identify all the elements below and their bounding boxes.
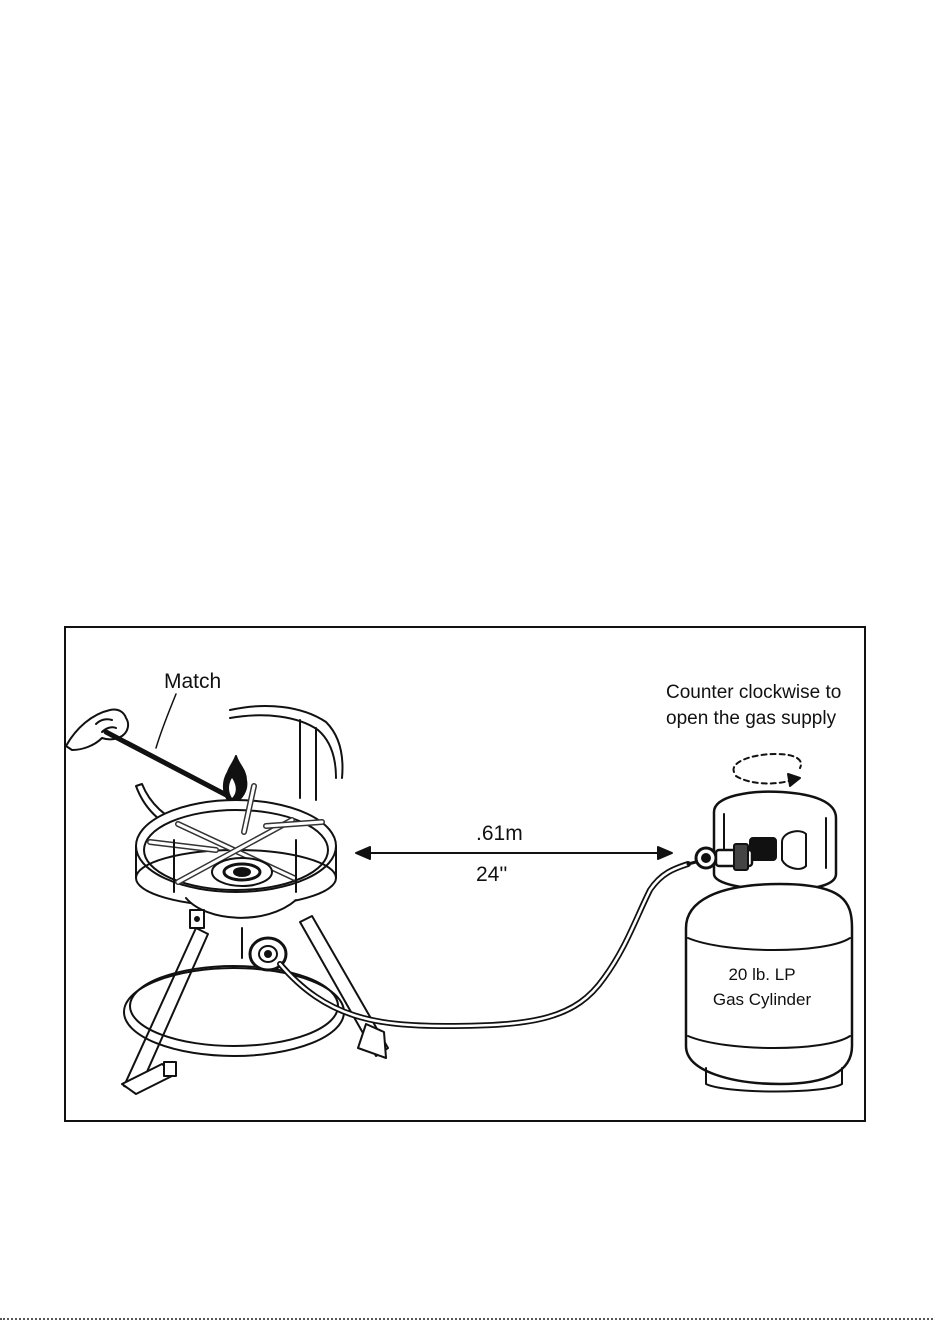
- cylinder-label: 20 lb. LP Gas Cylinder: [682, 962, 842, 1012]
- match-icon: [106, 694, 232, 798]
- counterclockwise-arrow-icon: [734, 754, 801, 786]
- instruction-line-1: Counter clockwise to: [666, 680, 841, 706]
- match-label: Match: [164, 670, 221, 694]
- burner-stand: [122, 786, 388, 1094]
- instruction-line-2: open the gas supply: [666, 706, 841, 732]
- cylinder-label-line-1: 20 lb. LP: [682, 962, 842, 987]
- page-bottom-divider: [0, 1318, 933, 1320]
- distance-metric-label: .61m: [476, 822, 523, 846]
- distance-imperial-label: 24'': [476, 863, 507, 887]
- cylinder-label-line-2: Gas Cylinder: [682, 987, 842, 1012]
- propane-cylinder-icon: [686, 792, 852, 1092]
- hand-icon: [66, 709, 128, 750]
- gas-supply-instruction: Counter clockwise to open the gas supply: [666, 680, 841, 732]
- distance-arrow: [356, 847, 672, 859]
- burner-ignition-diagram: Match Counter clockwise to open the gas …: [64, 626, 866, 1122]
- flame-icon: [224, 756, 246, 804]
